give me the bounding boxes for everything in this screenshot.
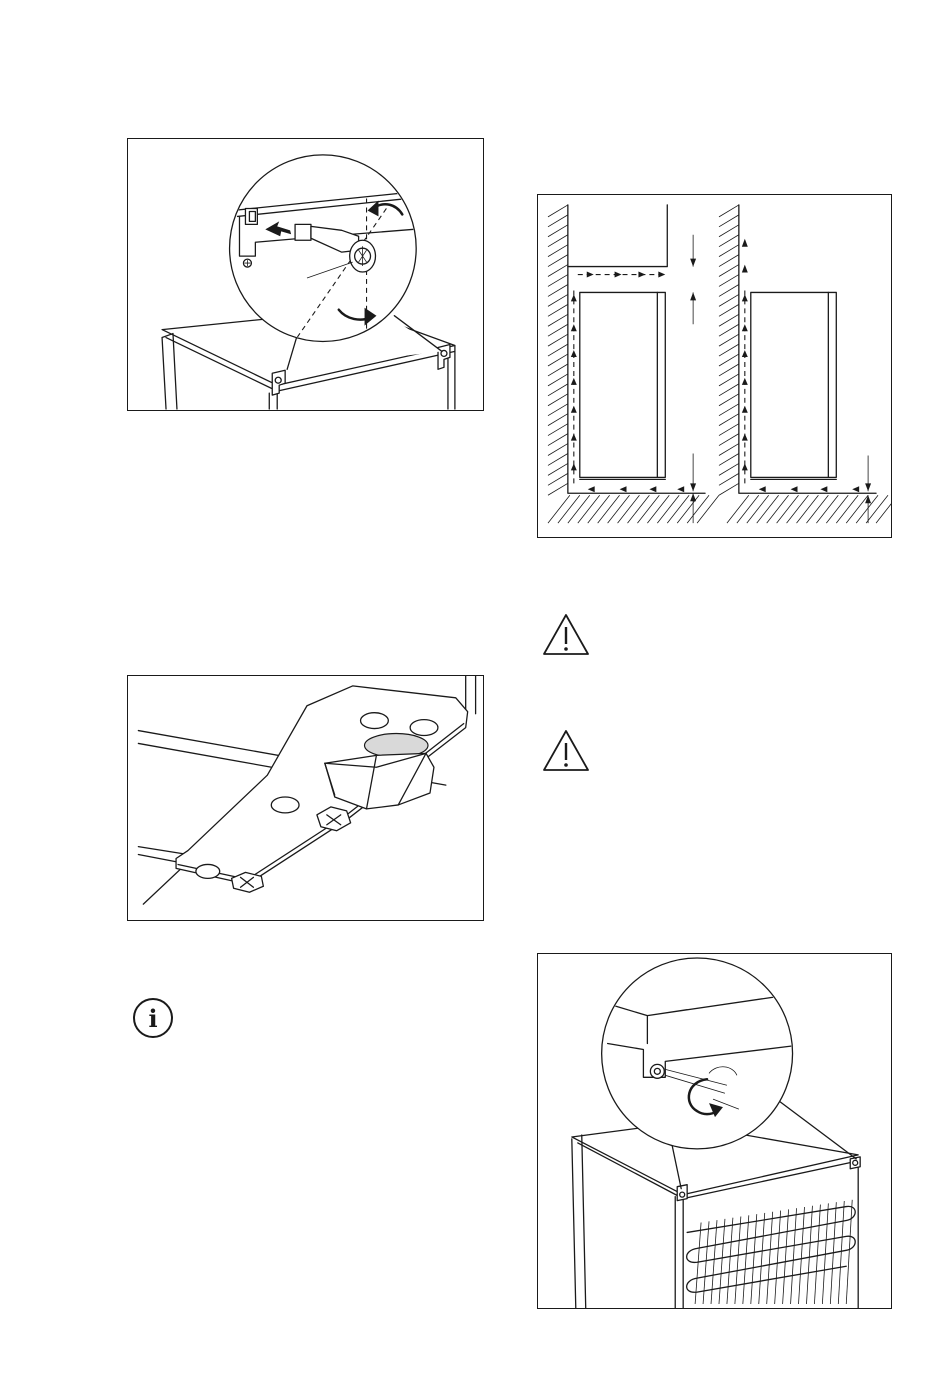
rear-screw-figure: [537, 953, 892, 1309]
ventilation-airflow-diagram: [538, 195, 891, 537]
adjustable-feet-figure: [127, 675, 484, 921]
warning-icon: [541, 728, 591, 773]
spacer-installation-illustration: [128, 139, 483, 410]
adjustable-feet-illustration: [128, 676, 483, 920]
rear-spacer-figure: [127, 138, 484, 411]
rear-screw-screwdriver-illustration: [538, 954, 891, 1308]
warning-icon: [541, 612, 591, 657]
info-icon: i: [132, 997, 174, 1039]
ventilation-figure: [537, 194, 892, 538]
info-glyph: i: [148, 1004, 157, 1033]
